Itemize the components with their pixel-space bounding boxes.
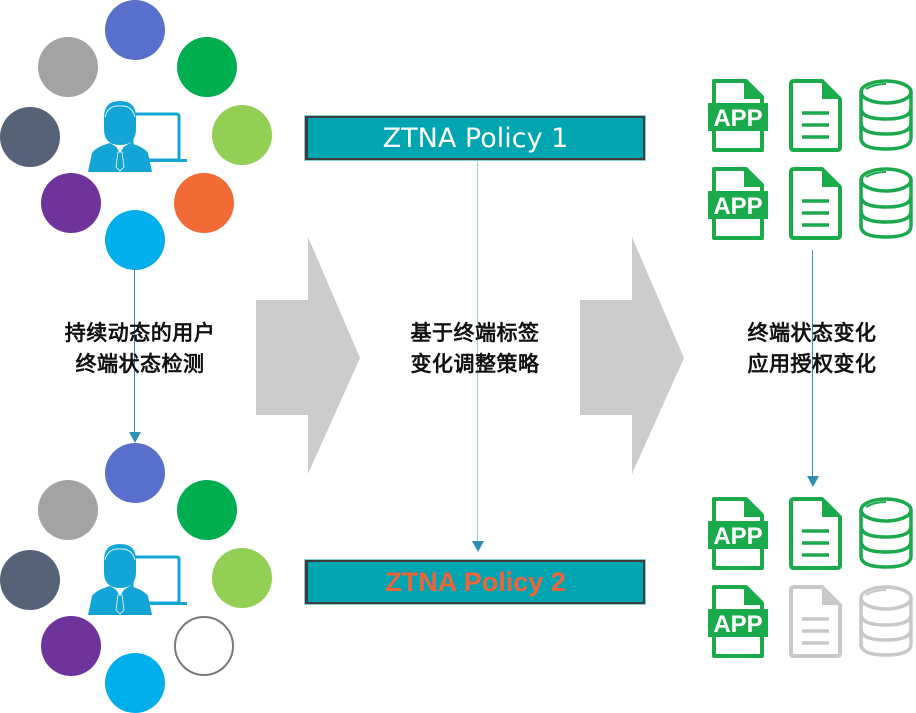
policy-box-1-label: ZTNA Policy 1 xyxy=(382,122,569,154)
right-caption: 终端状态变化 应用授权变化 xyxy=(712,318,912,380)
status-dot-bottom xyxy=(105,210,165,270)
flow-arrow-left-to-middle xyxy=(256,237,360,474)
connector-line-left xyxy=(134,268,135,432)
document-icon xyxy=(786,496,844,571)
status-dot-bottom-right-empty xyxy=(174,616,234,676)
database-icon xyxy=(856,496,916,571)
status-dot-bottom xyxy=(105,653,165,713)
status-dot-top xyxy=(105,443,165,503)
left-caption-line1: 持续动态的用户 xyxy=(64,321,216,345)
left-caption-line2: 终端状态检测 xyxy=(75,352,205,376)
database-icon-disabled xyxy=(856,584,916,659)
right-caption-line2: 应用授权变化 xyxy=(747,352,877,376)
database-icon xyxy=(856,78,916,153)
left-caption: 持续动态的用户 终端状态检测 xyxy=(40,318,240,380)
policy-box-2[interactable]: ZTNA Policy 2 xyxy=(305,560,645,604)
status-dot-bottom-right xyxy=(174,173,234,233)
right-caption-line1: 终端状态变化 xyxy=(747,321,877,345)
app-file-icon xyxy=(708,166,768,241)
document-icon-disabled xyxy=(786,584,844,659)
status-dot-top-right xyxy=(177,480,237,540)
app-file-icon xyxy=(708,584,768,659)
status-dot-top xyxy=(105,0,165,60)
flow-arrow-middle-to-right xyxy=(580,237,684,474)
middle-caption-line1: 基于终端标签 xyxy=(410,321,540,345)
status-dot-left xyxy=(0,107,60,167)
connector-arrowhead-left xyxy=(129,432,141,443)
policy-box-1[interactable]: ZTNA Policy 1 xyxy=(305,116,645,160)
status-dot-top-left xyxy=(38,480,98,540)
connector-arrowhead-right xyxy=(807,476,819,487)
status-dot-right xyxy=(212,105,272,165)
connector-arrowhead-middle xyxy=(472,541,484,552)
connector-line-middle xyxy=(477,161,478,541)
document-icon xyxy=(786,166,844,241)
user-with-laptop-icon xyxy=(82,540,192,615)
status-dot-bottom-left xyxy=(41,173,101,233)
status-dot-top-right xyxy=(177,37,237,97)
status-dot-bottom-left xyxy=(41,616,101,676)
status-dot-right xyxy=(212,548,272,608)
status-dot-left xyxy=(0,550,60,610)
middle-caption-line2: 变化调整策略 xyxy=(410,352,540,376)
database-icon xyxy=(856,166,916,241)
app-file-icon xyxy=(708,78,768,153)
policy-box-2-label: ZTNA Policy 2 xyxy=(385,566,566,597)
status-dot-top-left xyxy=(38,37,98,97)
app-file-icon xyxy=(708,496,768,571)
document-icon xyxy=(786,78,844,153)
user-with-laptop-icon xyxy=(82,97,192,172)
connector-line-right xyxy=(812,250,813,476)
middle-caption: 基于终端标签 变化调整策略 xyxy=(375,318,575,380)
